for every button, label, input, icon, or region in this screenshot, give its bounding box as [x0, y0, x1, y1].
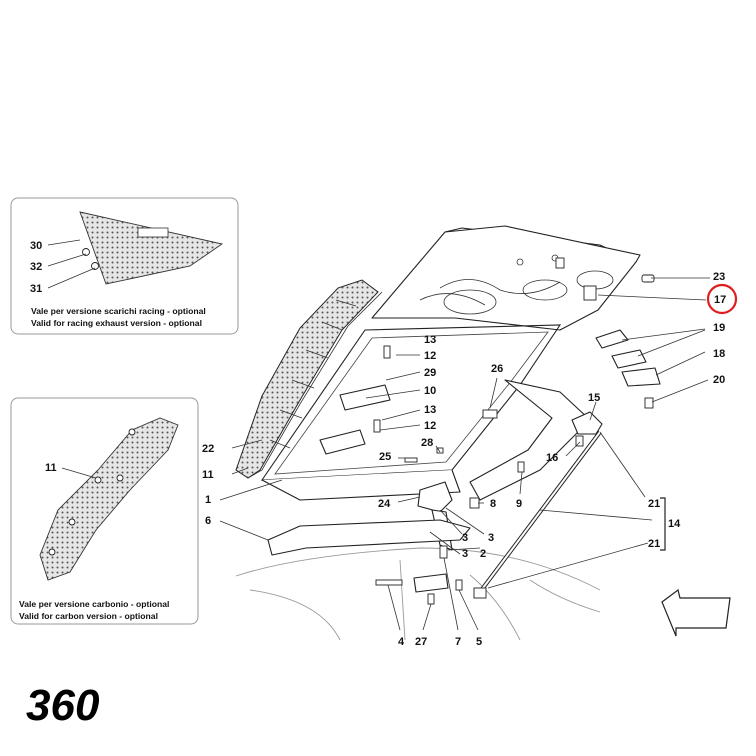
frame-bracket-29: [339, 384, 391, 411]
callout-3-b: 3: [488, 532, 494, 544]
carbon-caption-en: Valid for carbon version - optional: [19, 611, 158, 621]
rear-panel-6: [267, 519, 471, 556]
callout-27: 27: [415, 636, 427, 648]
lid-frame-outer: [260, 324, 562, 481]
stud-4: [375, 579, 403, 586]
callout-21-top: 21: [648, 498, 660, 510]
leader-lines: [219, 277, 710, 631]
bolt-5: [455, 579, 463, 591]
model-logo: 360: [26, 681, 100, 730]
callout-6: 6: [205, 515, 211, 527]
callout-12-bottom: 12: [424, 420, 436, 432]
callout-25: 25: [379, 451, 391, 463]
pin-25: [404, 457, 418, 463]
inset-carbon-version: 11 Vale per versione carbonio - optional…: [10, 397, 199, 625]
callout-9: 9: [516, 498, 522, 510]
callout-11: 11: [202, 469, 214, 481]
racing-grille-panel: [79, 211, 224, 285]
strut-bracket-15: [571, 411, 603, 435]
callout-3-a: 3: [462, 532, 468, 544]
bolt-16: [575, 435, 584, 447]
callout-12-top: 12: [424, 350, 436, 362]
callout-28: 28: [421, 437, 433, 449]
inset-racing-exhaust: 30 32 31 Vale per versione scarichi raci…: [10, 197, 239, 335]
carbon-caption-it: Vale per versione carbonio - optional: [19, 599, 169, 609]
callout-13-top: 13: [424, 334, 436, 346]
callout-17: 17: [714, 294, 726, 306]
callout-3-c: 3: [462, 548, 468, 560]
hinge-bracket-19: [595, 329, 629, 349]
racing-clip: [91, 262, 99, 270]
callout-13-bottom: 13: [424, 404, 436, 416]
callout-29: 29: [424, 367, 436, 379]
callout-10: 10: [424, 385, 436, 397]
clip-26: [482, 409, 498, 419]
callout-23: 23: [713, 271, 725, 283]
callout-4: 4: [398, 636, 405, 648]
callout-1: 1: [205, 494, 211, 506]
clip-28: [436, 447, 444, 454]
callout-11-inset: 11: [45, 462, 57, 474]
callout-15: 15: [588, 392, 600, 404]
callout-7: 7: [455, 636, 461, 648]
engine-lid-assembly: [260, 225, 661, 605]
racing-caption-en: Valid for racing exhaust version - optio…: [31, 318, 202, 328]
vent-grille-22: [235, 279, 383, 479]
callout-24: 24: [378, 498, 391, 510]
car-body-outline: [235, 547, 601, 641]
callout-16: 16: [546, 452, 558, 464]
callout-31: 31: [30, 283, 42, 295]
engine-lid-outer: [371, 227, 637, 331]
direction-arrow-icon: [661, 588, 731, 637]
callout-26: 26: [491, 363, 503, 375]
highlight-ring-17: [706, 283, 738, 315]
lower-hinge-27: [413, 573, 449, 593]
callout-14: 14: [668, 518, 681, 530]
racing-grille-slot: [137, 227, 169, 238]
hinge-plate-18: [621, 367, 661, 387]
racing-fastener: [82, 248, 90, 256]
callout-19: 19: [713, 322, 725, 334]
callout-labels: 23 17 19 18 20 15 16 21 14 21 13 12 29 1…: [202, 271, 726, 648]
lid-hinge-24: [417, 481, 453, 513]
callout-18: 18: [713, 348, 725, 360]
bolt-20: [644, 397, 654, 409]
bolt-8: [469, 497, 480, 509]
callout-2: 2: [480, 548, 486, 560]
callout-8: 8: [490, 498, 496, 510]
lid-side-member-right: [469, 379, 591, 501]
callout-22: 22: [202, 443, 214, 455]
lid-latch-17: [583, 285, 597, 301]
callout-32: 32: [30, 261, 42, 273]
bolt-13: [383, 345, 391, 359]
callout-21-bottom: 21: [648, 538, 660, 550]
bolt-7: [439, 545, 448, 559]
rubber-stop-23: [641, 274, 655, 283]
callout-5: 5: [476, 636, 482, 648]
callout-20: 20: [713, 374, 725, 386]
callout-30: 30: [30, 240, 42, 252]
racing-caption-it: Vale per versione scarichi racing - opti…: [31, 306, 206, 316]
bolt-9: [517, 461, 525, 473]
